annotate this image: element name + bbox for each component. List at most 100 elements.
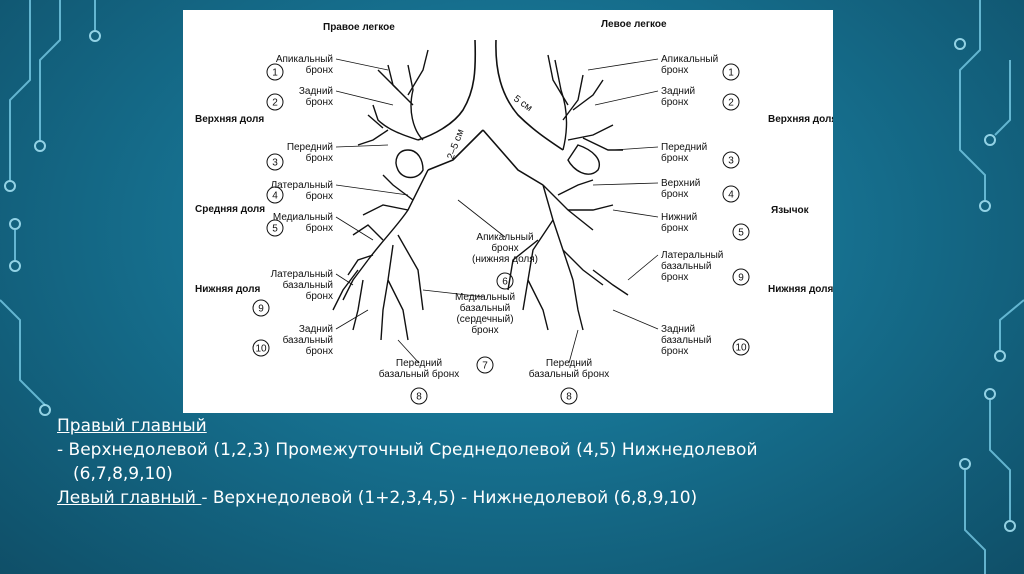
center-bronchus-6-0-number: 6 [502,277,508,288]
center-bronchus-7-1-label-line: бронх [471,324,498,336]
center-bronchus-7-1-number: 7 [482,361,488,372]
right-bronchus-1-number-circle [266,63,284,81]
left-bronchus-2-number-circle [722,93,740,111]
left-bronchus-2-leader-line [594,90,659,106]
right-main-measure-label: 2–5 см [445,128,466,161]
left-bronchus-5-number-circle [732,223,750,241]
center-bronchus-8-2-number-circle [410,387,428,405]
center-bronchus-7-1-leader-line [422,289,486,298]
center-bronchus-6-0-label-line: бронх [491,242,518,254]
left-bronchus-9-label-line: Латеральный [661,250,723,261]
left-lobe-lingula: Язычок [771,205,810,216]
trachea [417,39,564,186]
slide-text: Правый главный - Верхнедолевой (1,2,3) П… [57,414,957,510]
left-bronchus-10-label-line: базальный [661,334,711,346]
right-bronchus-9-label-line: Латеральный [271,269,333,280]
left-bronchus-5-label-line: бронх [661,222,688,234]
left-main-bronchus-line: Левый главный - Верхнедолевой (1+2,3,4,5… [57,486,957,510]
right-lobe-labels: Верхняя доля Средняя доля Нижняя доля [195,114,265,295]
right-bronchus-9-leader-line [335,273,354,286]
left-bronchus-4-number-circle [722,185,740,203]
left-bronchus-9-number-circle [732,268,750,286]
left-bronchus-2-number: 2 [728,98,734,109]
left-bronchus-1-number-circle [722,63,740,81]
left-bronchus-3-label-line: бронх [661,152,688,164]
right-bronchus-4-number-circle [266,186,284,204]
right-bronchus-3-label-line: бронх [306,152,333,164]
right-bronchus-2-number-circle [266,93,284,111]
right-bronchus-5-label-line: бронх [306,222,333,234]
bronchial-tree-figure: Правое легкое Левое легкое [183,10,833,413]
center-bronchus-8-3-leader-line [568,329,579,364]
right-bronchus-2-label-line: Задний [299,86,333,97]
center-bronchus-6-0-label-line: (нижняя доля) [472,254,538,265]
left-lobe-labels: Верхняя доля Язычок Нижняя доля [768,114,833,295]
right-bronchus-1-label-line: бронх [306,64,333,76]
left-bronchus-10-leader-line [612,309,659,330]
left-bronchus-4-label-line: Верхний [661,178,700,189]
right-bronchus-10-leader-line [335,309,369,330]
left-bronchus-3-leader-line [612,146,659,151]
left-bronchus-10-label-line: Задний [661,324,695,335]
right-bronchus-10-label-line: Задний [299,324,333,335]
left-main-bronchus-heading: Левый главный [57,488,202,508]
right-bronchus-10-label-line: бронх [306,345,333,357]
center-bronchus-6-0-label-line: Апикальный [476,232,533,243]
center-bronchus-7-1-label-line: базальный [460,302,510,314]
left-bronchus-5-leader-line [612,209,659,218]
bronchial-tree-diagram: Правое легкое Левое легкое [195,19,833,405]
right-bronchus-4-label-line: Латеральный [271,180,333,191]
right-bronchus-4-number: 4 [272,191,278,202]
center-bronchus-8-2-leader-line [397,339,420,364]
center-bronchus-6-0-leader-line [457,199,506,238]
left-bronchus-2-label-line: бронх [661,96,688,108]
right-bronchus-3-label-line: Передний [287,142,333,153]
center-bronchus-8-3-label-line: базальный бронх [529,368,610,380]
left-bronchial-tree [507,54,629,331]
center-bronchus-8-2-label-line: Передний [396,358,442,369]
left-lobe-lower: Нижняя доля [768,284,833,295]
right-main-branches-cont: (6,7,8,9,10) [73,464,173,484]
right-bronchus-9-number-circle [252,299,270,317]
right-bronchus-10-number: 10 [255,344,267,355]
left-bronchus-10-number: 10 [735,343,747,354]
left-lobe-upper: Верхняя доля [768,114,833,125]
right-bronchus-callouts: Апикальныйбронх1Заднийбронх2Переднийброн… [252,54,409,357]
left-bronchus-3-label-line: Передний [661,142,707,153]
right-lobe-middle: Средняя доля [195,204,265,215]
left-bronchus-5-number: 5 [738,228,744,239]
center-bronchus-8-3-label-line: Передний [546,358,592,369]
right-bronchus-9-label-line: базальный [283,279,333,291]
left-bronchus-4-number: 4 [728,190,734,201]
right-bronchus-3-leader-line [335,144,389,148]
left-bronchus-10-number-circle [732,338,750,356]
right-bronchus-10-number-circle [252,339,270,357]
right-main-bronchus-heading: Правый главный [57,416,207,436]
left-bronchus-3-number: 3 [728,156,734,167]
left-bronchus-1-label-line: Апикальный [661,54,718,65]
left-bronchus-9-label-line: бронх [661,271,688,283]
right-lung-title: Правое легкое [323,22,395,33]
right-bronchial-tree [332,49,429,341]
right-lobe-upper: Верхняя доля [195,114,264,125]
right-bronchus-1-leader-line [335,58,389,71]
right-bronchus-5-number: 5 [272,224,278,235]
right-bronchus-3-number: 3 [272,158,278,169]
right-bronchus-3-number-circle [266,153,284,171]
right-bronchus-2-number: 2 [272,98,278,109]
left-bronchus-1-number: 1 [728,68,734,79]
center-bronchus-8-2-number: 8 [416,392,422,403]
left-lung-title: Левое легкое [601,19,667,30]
right-bronchus-1-number: 1 [272,68,278,79]
left-bronchus-10-label-line: бронх [661,345,688,357]
right-lobe-lower: Нижняя доля [195,284,261,295]
right-bronchus-9-number: 9 [258,304,264,315]
left-bronchus-5-label-line: Нижний [661,212,697,223]
center-bronchus-7-1-label-line: Медиальный [455,292,515,303]
right-bronchus-2-label-line: бронх [306,96,333,108]
center-bronchus-7-1-number-circle [476,356,494,374]
left-bronchus-1-label-line: бронх [661,64,688,76]
left-bronchus-9-leader-line [627,254,659,281]
